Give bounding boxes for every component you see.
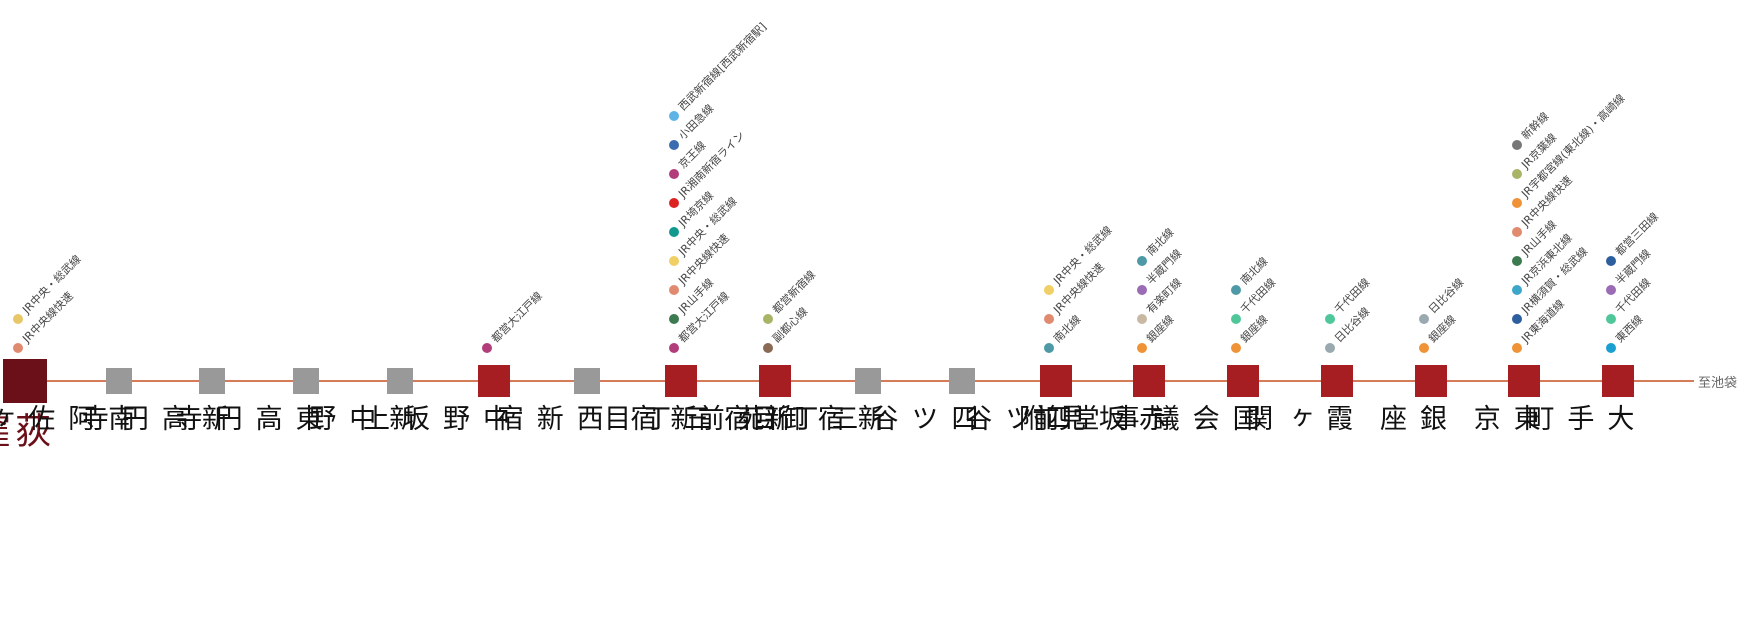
station-name: 荻窪 (0, 412, 50, 452)
station-name: 銀座 (1375, 404, 1446, 433)
station-name: 東京 (1468, 404, 1540, 433)
station-marker (1508, 365, 1541, 397)
transfer-line-label: 西武新宿線[西武新宿駅] (675, 20, 769, 114)
line-color-dot (1605, 343, 1616, 353)
transfer-line-label: 都営大江戸線 (488, 289, 545, 346)
line-color-dot (1512, 198, 1523, 208)
station-name: 赤坂見附 (1013, 404, 1165, 433)
line-color-dot (668, 198, 679, 208)
line-color-dot (668, 140, 679, 150)
station-name: 四ツ谷 (960, 404, 1072, 433)
station-marker (855, 368, 882, 394)
station-marker (758, 365, 791, 397)
line-color-dot (1137, 256, 1148, 266)
line-color-dot (668, 111, 679, 121)
station-name: 大手町 (1522, 404, 1634, 433)
line-color-dot (1043, 314, 1054, 324)
line-color-dot (481, 343, 492, 353)
line-color-dot (1324, 343, 1335, 353)
line-color-dot (1605, 285, 1616, 295)
station-marker (1414, 365, 1447, 397)
station-name: 新高円寺 (76, 404, 228, 433)
transfer-line-label: 銀座線 (1238, 312, 1271, 346)
line-color-dot (1137, 343, 1148, 353)
transfer-line-label: 日比谷線 (1425, 275, 1466, 317)
station-marker (199, 368, 226, 394)
station-marker (1601, 365, 1634, 397)
station-name: 四ツ谷三丁目 (746, 404, 978, 433)
line-color-dot (1605, 314, 1616, 324)
line-color-dot (1137, 314, 1148, 324)
line-color-dot (1605, 256, 1616, 266)
line-color-dot (1512, 285, 1523, 295)
line-color-dot (668, 256, 679, 266)
line-color-dot (1418, 314, 1429, 324)
station-name: 新宿御苑前 (692, 404, 884, 433)
station-marker (293, 368, 320, 394)
station-marker (477, 365, 510, 397)
station-marker (105, 368, 132, 394)
station-marker (3, 359, 47, 403)
line-color-dot (13, 343, 23, 353)
station-name: 新宿三丁目 (599, 404, 791, 433)
transfer-line-label: 都営三田線 (1612, 210, 1662, 259)
line-color-dot (1512, 140, 1523, 150)
line-color-dot (1137, 285, 1148, 295)
line-color-dot (1324, 314, 1335, 324)
station-marker (386, 368, 413, 394)
station-marker (664, 365, 697, 397)
station-name: 南阿佐ヶ谷 (0, 404, 135, 433)
line-color-dot (1512, 227, 1523, 237)
line-color-dot (668, 314, 679, 324)
line-color-dot (668, 343, 679, 353)
station-marker (1320, 365, 1353, 397)
destination-label: 至池袋 (1698, 376, 1738, 391)
line-color-dot (762, 343, 773, 353)
station-name: 新宿 (625, 404, 697, 433)
station-name: 国会議事堂前 (1027, 404, 1259, 433)
line-color-dot (1231, 285, 1242, 295)
station-name: 新中野 (304, 404, 416, 433)
transfer-line-label: 銀座線 (1425, 312, 1459, 346)
line-color-dot (1231, 314, 1242, 324)
station-marker (1133, 365, 1166, 397)
transfer-line-label: 都営新宿線 (769, 268, 818, 317)
station-name: 西新宿 (491, 404, 603, 433)
station-marker (1039, 365, 1072, 397)
line-color-dot (1512, 256, 1523, 266)
line-color-dot (1043, 285, 1054, 295)
station-marker (574, 368, 601, 394)
station-name: 霞ヶ関 (1241, 404, 1353, 433)
station-name: 中野坂上 (358, 404, 509, 433)
transfer-line-label: 銀座線 (1144, 312, 1177, 346)
line-color-dot (1512, 314, 1523, 324)
transfer-line-label: 南北線 (1050, 312, 1084, 346)
line-color-dot (1043, 343, 1054, 353)
line-color-dot (762, 314, 773, 324)
line-color-dot (668, 285, 679, 295)
line-color-dot (1512, 343, 1523, 353)
line-color-dot (668, 169, 679, 179)
line-color-dot (1231, 343, 1242, 353)
line-color-dot (1512, 169, 1523, 179)
line-color-dot (668, 227, 679, 237)
line-color-dot (13, 314, 23, 324)
station-name: 東高円寺 (170, 404, 322, 433)
station-marker (949, 368, 975, 394)
transfer-line-label: 東西線 (1612, 312, 1646, 346)
line-color-dot (1418, 343, 1429, 353)
station-marker (1227, 365, 1260, 397)
